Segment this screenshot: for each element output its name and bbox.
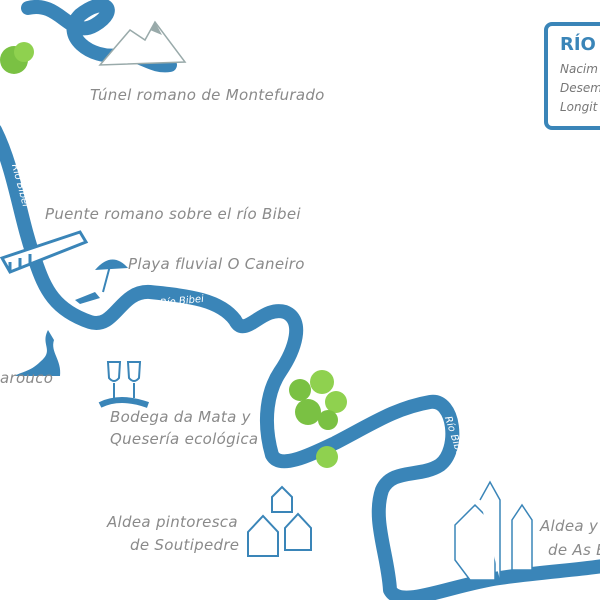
river-bibei: [0, 125, 600, 600]
label-puente-romano: Puente romano sobre el río Bibei: [45, 205, 301, 223]
larouco-road: [15, 330, 61, 376]
houses-icon: [247, 485, 312, 557]
info-title: RÍO BIBEI: [560, 34, 600, 55]
mountain-icon: [98, 20, 187, 66]
tree-icon: [0, 42, 34, 74]
river-info-box: RÍO BIBEI Nacim Desemb Longit: [544, 22, 600, 130]
label-soutipedre: de Soutipedre: [130, 536, 240, 554]
label-as-b: de As B: [548, 541, 600, 559]
label-aldea-as-b: Aldea y: [540, 517, 599, 535]
church-village-icon: [454, 480, 533, 581]
label-tunel-montefurado: Túnel romano de Montefurado: [90, 86, 325, 104]
label-larouco: arouco: [0, 369, 54, 387]
wine-glasses-icon: [98, 361, 150, 408]
info-row: Longit: [560, 100, 598, 114]
label-playa-caneiro: Playa fluvial O Caneiro: [128, 255, 305, 273]
forest-icon: [289, 370, 347, 468]
info-row: Nacim: [560, 62, 598, 76]
bridge-icon: [0, 230, 89, 274]
info-row: Desemb: [560, 81, 600, 95]
label-queseria: Quesería ecológica: [110, 430, 259, 448]
label-aldea-pintoresca: Aldea pintoresca: [107, 513, 238, 531]
beach-umbrella-icon: [75, 259, 128, 304]
label-bodega: Bodega da Mata y: [110, 408, 251, 426]
